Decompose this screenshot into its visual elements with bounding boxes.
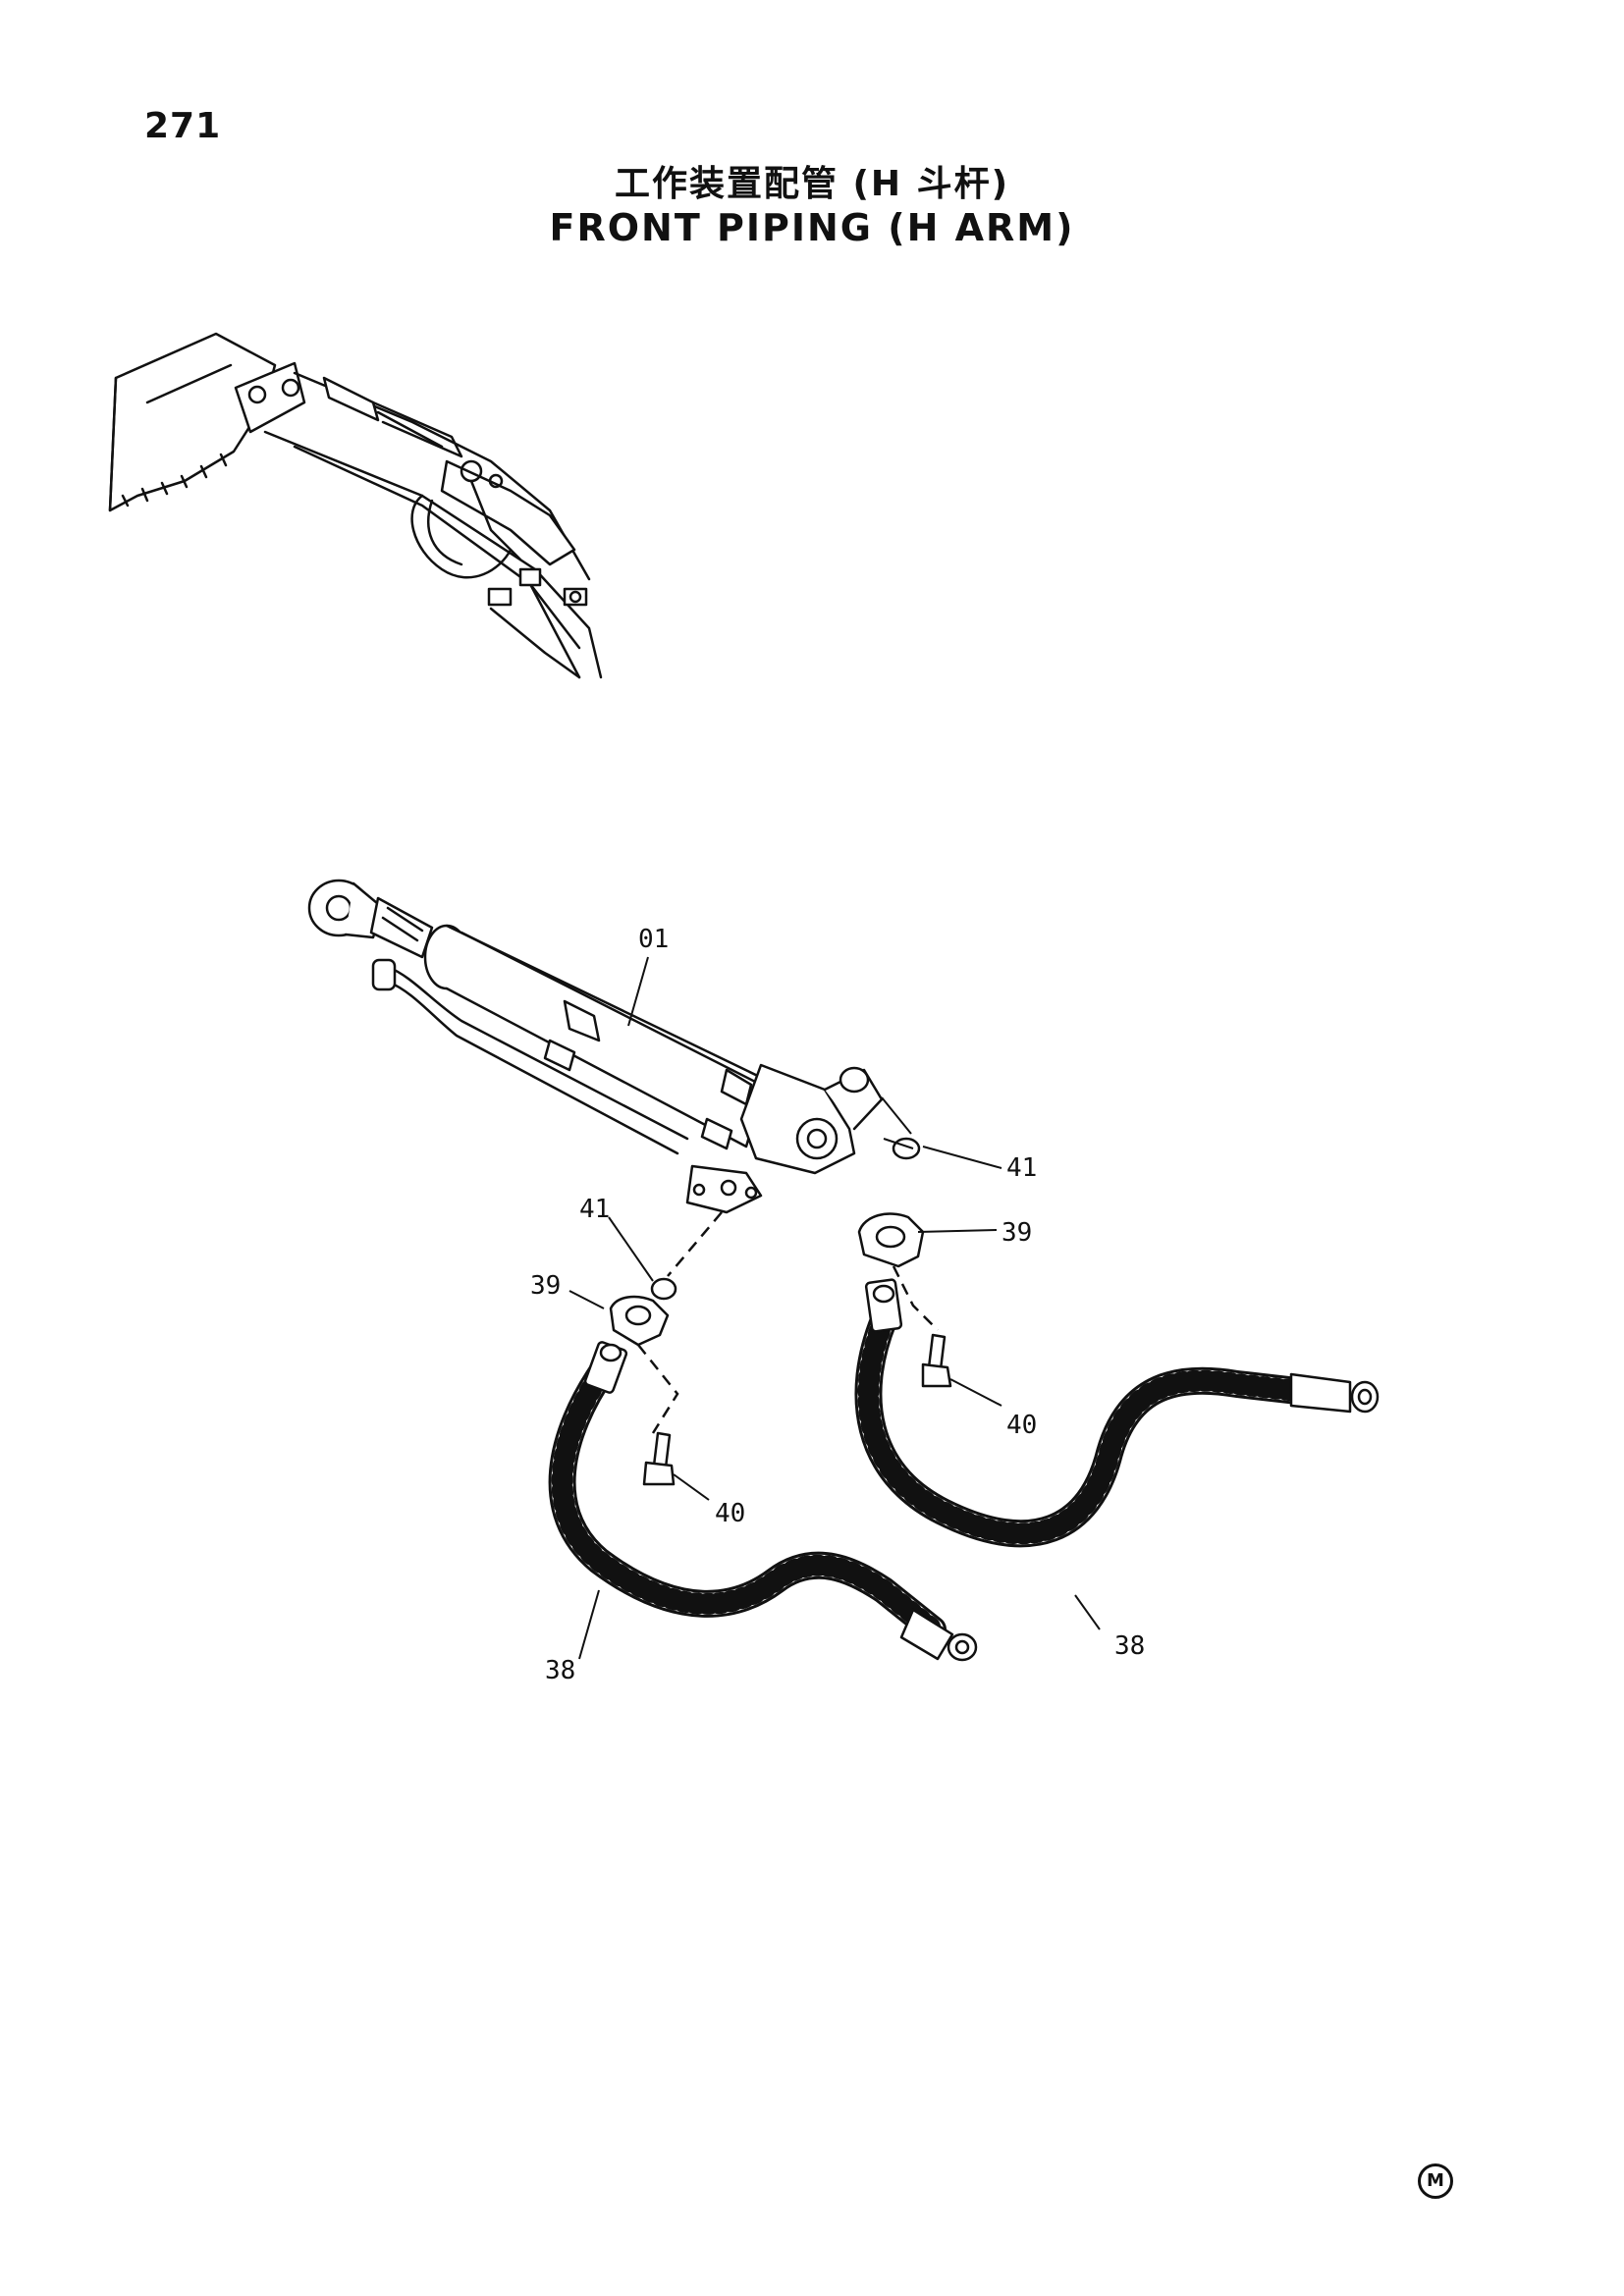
callout-38-left: 38: [545, 1656, 575, 1685]
callout-38-right: 38: [1114, 1631, 1145, 1661]
o-ring-left: [650, 1277, 677, 1301]
leader-lines: [568, 956, 1101, 1660]
callout-41-right: 41: [1006, 1153, 1037, 1183]
callout-39-left: 39: [530, 1271, 561, 1301]
callout-40-right: 40: [1006, 1411, 1037, 1440]
bolt-left: [652, 1431, 672, 1469]
o-ring-right: [892, 1137, 921, 1160]
callout-40-left: 40: [715, 1499, 745, 1528]
bolts: [642, 1333, 952, 1486]
assembly-lines: [637, 1211, 939, 1434]
callout-01: 01: [638, 925, 669, 954]
manufacturer-mark-icon: M: [1418, 2163, 1453, 2199]
callout-41-left: 41: [579, 1195, 610, 1224]
split-flanges: [609, 1212, 925, 1347]
page-number: 271: [144, 106, 222, 146]
arm-cylinder: [307, 879, 884, 1214]
callout-39-right: 39: [1001, 1218, 1032, 1248]
title-english: FRONT PIPING (H ARM): [549, 206, 1075, 249]
title-chinese: 工作装置配管 (H 斗杆): [614, 164, 1010, 204]
excavator-arm-inset: [108, 332, 603, 679]
hoses: [548, 1278, 1380, 1662]
